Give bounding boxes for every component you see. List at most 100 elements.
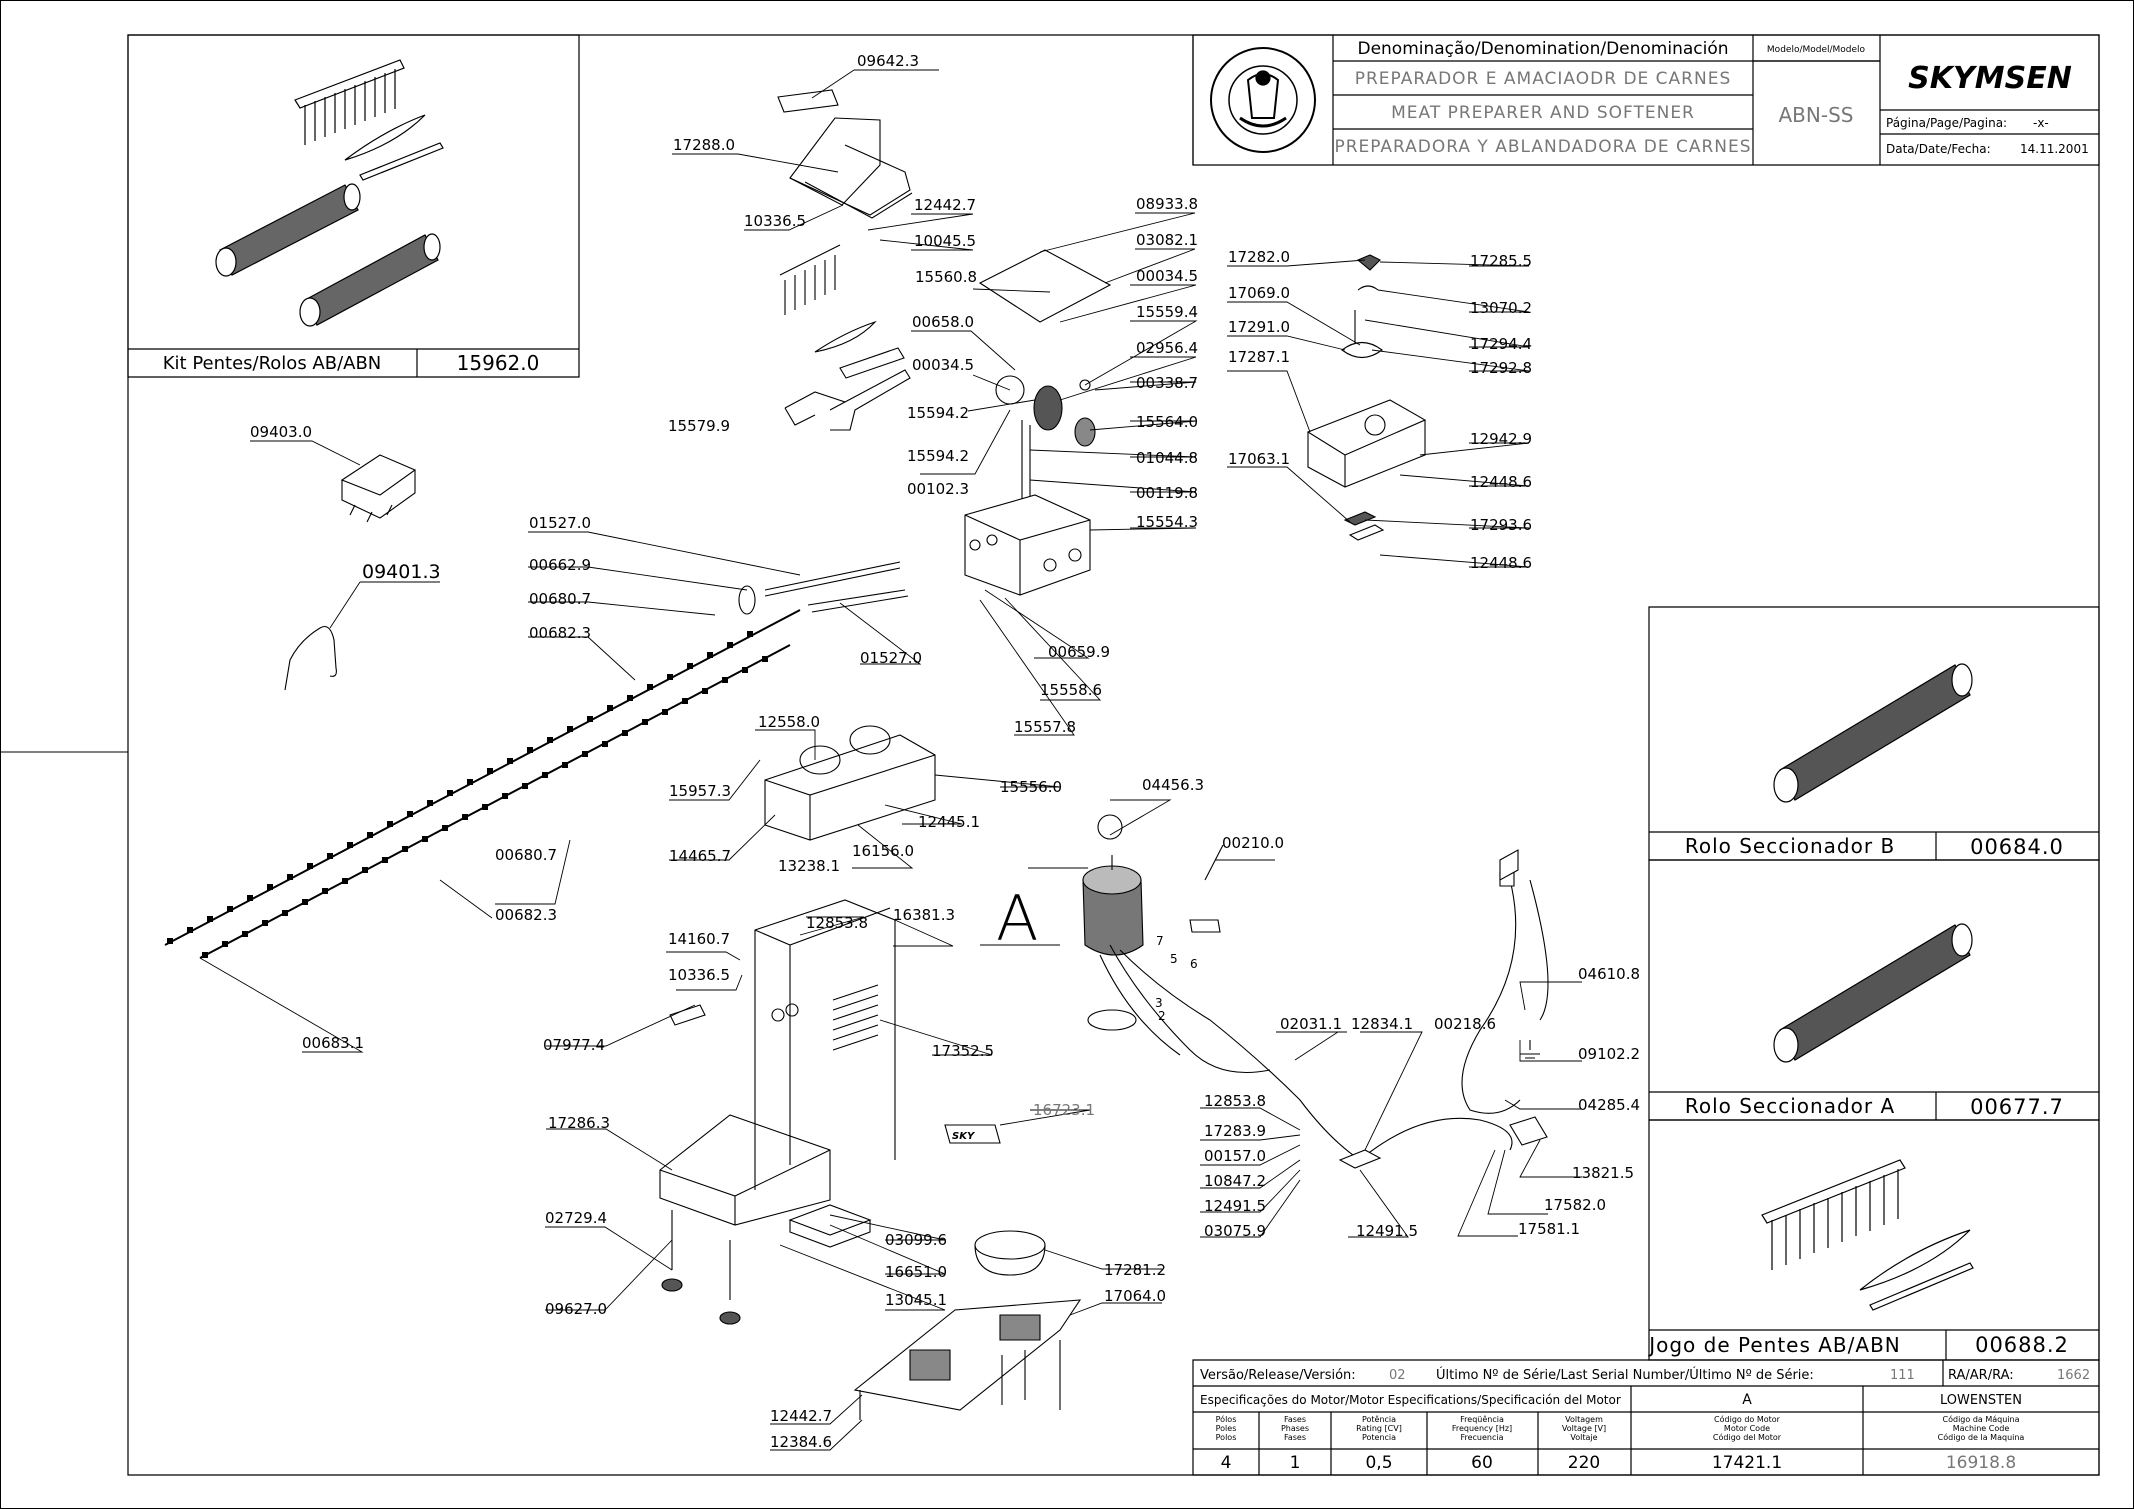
motor-spec-label: Especificações do Motor/Motor Especifica… [1200, 1393, 1621, 1407]
part-label: 02956.4 [1136, 339, 1198, 357]
col-header: Frequency [Hz] [1452, 1424, 1512, 1433]
motor-letter: A [1742, 1392, 1752, 1408]
part-label: 17286.3 [548, 1114, 610, 1132]
part-label: 15556.0 [1000, 778, 1062, 796]
part-label: 12442.7 [770, 1407, 832, 1425]
wire-number: 5 [1170, 952, 1178, 966]
part-label: 13821.5 [1572, 1164, 1634, 1182]
part-label: 01527.0 [860, 649, 922, 667]
col-header: Código de la Maquina [1938, 1432, 2025, 1442]
part-label: 17282.0 [1228, 248, 1290, 266]
part-label: 15560.8 [915, 268, 977, 286]
frequency-value: 60 [1471, 1453, 1493, 1473]
part-label: 00683.1 [302, 1034, 364, 1052]
wire-number: 6 [1190, 957, 1198, 971]
part-label: 09102.2 [1578, 1045, 1640, 1063]
motor-callout-letter: A [996, 882, 1038, 955]
part-label: 13238.1 [778, 857, 840, 875]
side-box-roller-b: Rolo Seccionador B 00684.0 [1649, 607, 2099, 860]
roller-b-icon [1774, 664, 1972, 802]
comb-set-icon [1762, 1160, 1973, 1310]
spec-table: Versão/Release/Versión: 02 Último Nº de … [1193, 1360, 2099, 1475]
logo-sticker: SKY [952, 1131, 976, 1142]
side-box-label: Rolo Seccionador B [1685, 834, 1895, 858]
part-label: 00338.7 [1136, 374, 1198, 392]
part-label: 00659.9 [1048, 643, 1110, 661]
part-label: 17069.0 [1228, 284, 1290, 302]
part-label: 04610.8 [1578, 965, 1640, 983]
part-label: 00682.3 [529, 624, 591, 642]
motor-code-value: 17421.1 [1712, 1453, 1782, 1473]
machine-name-es: PREPARADORA Y ABLANDADORA DE CARNES [1334, 137, 1751, 157]
part-label: 17288.0 [673, 136, 735, 154]
side-box-roller-a: Rolo Seccionador A 00677.7 [1649, 860, 2099, 1120]
col-header: Voltagem [1565, 1415, 1603, 1424]
part-label: 17582.0 [1544, 1196, 1606, 1214]
part-label: 01044.8 [1136, 449, 1198, 467]
col-header: Phases [1281, 1424, 1309, 1433]
part-label: 03082.1 [1136, 231, 1198, 249]
kit-label: Kit Pentes/Rolos AB/ABN [163, 353, 382, 374]
machine-name-en: MEAT PREPARER AND SOFTENER [1391, 103, 1695, 123]
part-label: 17352.5 [932, 1042, 994, 1060]
part-label: 16381.3 [893, 906, 955, 924]
part-label: 02729.4 [545, 1209, 607, 1227]
part-label: 15557.8 [1014, 718, 1076, 736]
serial-label: Último Nº de Série/Last Serial Number/Úl… [1436, 1367, 1814, 1383]
phases-value: 1 [1290, 1453, 1301, 1473]
part-label: 03099.6 [885, 1231, 947, 1249]
part-label: 08933.8 [1136, 195, 1198, 213]
part-label: 15594.2 [907, 404, 969, 422]
part-label: 00034.5 [912, 356, 974, 374]
part-label: 17293.6 [1470, 516, 1532, 534]
page-label: Página/Page/Pagina: [1886, 116, 2007, 130]
part-label: 12853.8 [1204, 1092, 1266, 1110]
col-header: Rating [CV] [1356, 1424, 1402, 1433]
part-label: 17285.5 [1470, 252, 1532, 270]
roller-icon [300, 234, 440, 326]
part-label: 12491.5 [1204, 1197, 1266, 1215]
part-label: 15554.3 [1136, 513, 1198, 531]
roller-a-icon [1774, 924, 1972, 1062]
part-label: 15558.6 [1040, 681, 1102, 699]
part-label: 10045.5 [914, 232, 976, 250]
col-header: Código del Motor [1713, 1432, 1782, 1442]
part-label: 03075.9 [1204, 1222, 1266, 1240]
part-label: 15579.9 [668, 417, 730, 435]
part-label: 04456.3 [1142, 776, 1204, 794]
col-header: Fases [1284, 1433, 1306, 1442]
part-label: 12942.9 [1470, 430, 1532, 448]
part-label: 16651.0 [885, 1263, 947, 1281]
part-drawings: A 7 5 6 2 3 SKY [165, 90, 1548, 1420]
wire-number: 2 [1158, 1009, 1166, 1023]
part-label: 15957.3 [669, 782, 731, 800]
part-label: 00102.3 [907, 480, 969, 498]
part-label: 17287.1 [1228, 348, 1290, 366]
authorized-service-seal-icon [1211, 48, 1315, 152]
part-label: 00658.0 [912, 313, 974, 331]
col-header: Poles [1216, 1424, 1237, 1433]
part-label: 09401.3 [362, 561, 441, 583]
part-label: 12384.6 [770, 1433, 832, 1451]
part-label: 02031.1 [1280, 1015, 1342, 1033]
roller-icon [216, 184, 360, 276]
col-header: Voltaje [1570, 1433, 1597, 1442]
part-label: 00680.7 [529, 590, 591, 608]
col-header: Machine Code [1953, 1424, 2010, 1433]
leaf-blade-icon [345, 115, 443, 180]
part-label: 13045.1 [885, 1291, 947, 1309]
motor-maker: LOWENSTEN [1940, 1393, 2022, 1408]
part-label: 00662.9 [529, 556, 591, 574]
part-label: 17064.0 [1104, 1287, 1166, 1305]
part-label: 12558.0 [758, 713, 820, 731]
part-label: 17291.0 [1228, 318, 1290, 336]
serial-value: 111 [1890, 1368, 1915, 1383]
col-header: Polos [1216, 1433, 1237, 1442]
kit-box: Kit Pentes/Rolos AB/ABN 15962.0 [128, 35, 579, 377]
part-label: 15564.0 [1136, 413, 1198, 431]
part-label: 00119.8 [1136, 484, 1198, 502]
part-label: 15594.2 [907, 447, 969, 465]
part-label: 17283.9 [1204, 1122, 1266, 1140]
col-header: Código da Máquina [1943, 1414, 2020, 1424]
ra-label: RA/AR/RA: [1948, 1368, 2014, 1383]
